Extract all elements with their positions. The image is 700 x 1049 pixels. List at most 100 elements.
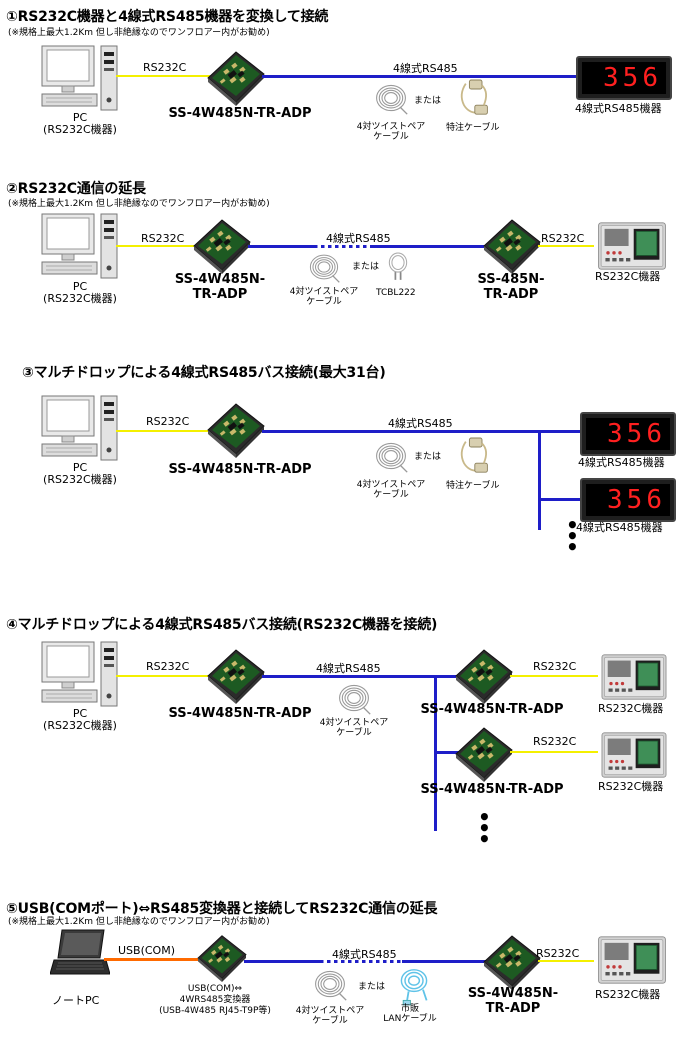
led-digits: 356 [586,484,670,516]
rs232c-device-label: RS232C機器 [595,270,661,283]
twisted-pair-cable-icon [312,966,348,1002]
pc-icon [40,394,120,464]
rs232c-line [538,960,594,962]
converter-label: USB(COM)⇔4WRS485変換器(USB-4W485 RJ45-T9P等) [159,984,271,1016]
adapter-label: SS-4W485N-TR-ADP [420,782,564,797]
special-cable-label: 特注ケーブル [446,123,500,133]
rs485-device-label: 4線式RS485機器 [578,456,665,469]
rs485-device-label: 4線式RS485機器 [576,521,663,534]
rs232c-device-label: RS232C機器 [595,988,661,1001]
led-digits: 356 [582,62,666,94]
rs485-label: 4線式RS485 [332,948,397,961]
rs485-branch [434,751,460,754]
rs232c-line [116,430,210,432]
laptop-icon [50,928,110,978]
twisted-pair-cable-icon [373,438,409,474]
led-display: 356 [580,478,676,522]
rs232c-line [116,75,210,77]
adapter-icon [482,934,542,990]
adapter-icon [206,402,266,458]
pc-label: PC(RS232C機器) [43,707,117,732]
adapter-label: SS-485N-TR-ADP [477,272,545,302]
rs232c-line [116,675,210,677]
section3-title: ③マルチドロップによる4線式RS485バス接続(最大31台) [22,365,386,381]
cable-label: 4対ツイストペアケーブル [319,718,389,738]
rs485-bus-vertical [538,430,541,530]
section1-note: (※規格上最大1.2Km 但し非絶縁なのでワンフロアー内がお勧め) [8,28,270,38]
tcbl-label: TCBL222 [376,288,416,298]
or-label: または [414,452,442,462]
rs232c-label: RS232C [533,735,577,748]
rs485-line [370,245,492,248]
adapter-icon [454,648,514,704]
rs232c-line [510,751,598,753]
rs232c-label: RS232C [141,232,185,245]
special-cable-label: 特注ケーブル [446,481,500,491]
pc-label: PC(RS232C機器) [43,280,117,305]
rs485-branch [538,498,582,501]
rs485-line-dashed [320,960,402,963]
tcbl-cable-icon [385,250,411,282]
rs485-line [402,960,492,963]
rs232c-label: RS232C [146,660,190,673]
rs485-line [262,675,458,678]
cable-label: 4対ツイストペアケーブル [289,287,359,307]
cable-label: 4対ツイストペアケーブル [295,1006,365,1026]
rs232c-device-icon [596,732,672,778]
rs232c-device-icon [596,654,672,700]
section2-note: (※規格上最大1.2Km 但し非絶縁なのでワンフロアー内がお勧め) [8,199,270,209]
adapter-label: SS-4W485N-TR-ADP [467,986,559,1016]
rs232c-device-label: RS232C機器 [598,702,664,715]
or-label: または [358,982,386,992]
adapter-label: SS-4W485N-TR-ADP [420,702,564,717]
rs232c-device-icon [594,936,670,984]
special-cable-icon [455,78,491,118]
rs232c-device-label: RS232C機器 [598,780,664,793]
adapter-label: SS-4W485N-TR-ADP [168,106,312,121]
rs485-line-dashed [314,245,370,248]
more-devices-dots: ••• [478,805,491,851]
rs232c-line [538,245,594,247]
section4-title: ④マルチドロップによる4線式RS485バス接続(RS232C機器を接続) [6,617,438,633]
rs232c-label: RS232C [143,61,187,74]
pc-icon [40,640,120,710]
rs485-label: 4線式RS485 [316,662,381,675]
led-display: 356 [580,412,676,456]
laptop-label: ノートPC [52,994,100,1007]
rs232c-label: RS232C [536,947,580,960]
rs485-line [248,245,314,248]
twisted-pair-cable-icon [373,80,409,116]
adapter-icon [206,50,266,106]
rs485-line [262,75,576,78]
special-cable-icon [455,436,491,476]
section5-note: (※規格上最大1.2Km 但し非絶縁なのでワンフロアー内がお勧め) [8,917,270,927]
usb-line [104,958,200,961]
adapter-icon [206,648,266,704]
rs485-device-label: 4線式RS485機器 [575,102,662,115]
pc-icon [40,212,120,282]
section1-title: ①RS232C機器と4線式RS485機器を変換して接続 [6,9,329,25]
rs485-label: 4線式RS485 [388,417,453,430]
or-label: または [414,96,442,106]
pc-label: PC(RS232C機器) [43,111,117,136]
lan-cable-icon [396,966,432,1006]
rs485-line [262,430,582,433]
usb-label: USB(COM) [118,944,175,957]
rs485-label: 4線式RS485 [326,232,391,245]
rs232c-label: RS232C [541,232,585,245]
rs232c-line [510,675,598,677]
adapter-icon [482,218,542,274]
rs232c-label: RS232C [533,660,577,673]
led-digits: 356 [586,418,670,450]
rs232c-line [116,245,198,247]
adapter-label: SS-4W485N-TR-ADP [168,706,312,721]
rs232c-device-icon [594,222,670,270]
cable-label: 4対ツイストペアケーブル [356,480,426,500]
more-devices-dots: ••• [566,513,579,559]
usb-converter-icon [196,934,248,982]
adapter-icon [454,726,514,782]
section2-title: ②RS232C通信の延長 [6,181,146,197]
adapter-label: SS-4W485N-TR-ADP [168,462,312,477]
pc-label: PC(RS232C機器) [43,461,117,486]
